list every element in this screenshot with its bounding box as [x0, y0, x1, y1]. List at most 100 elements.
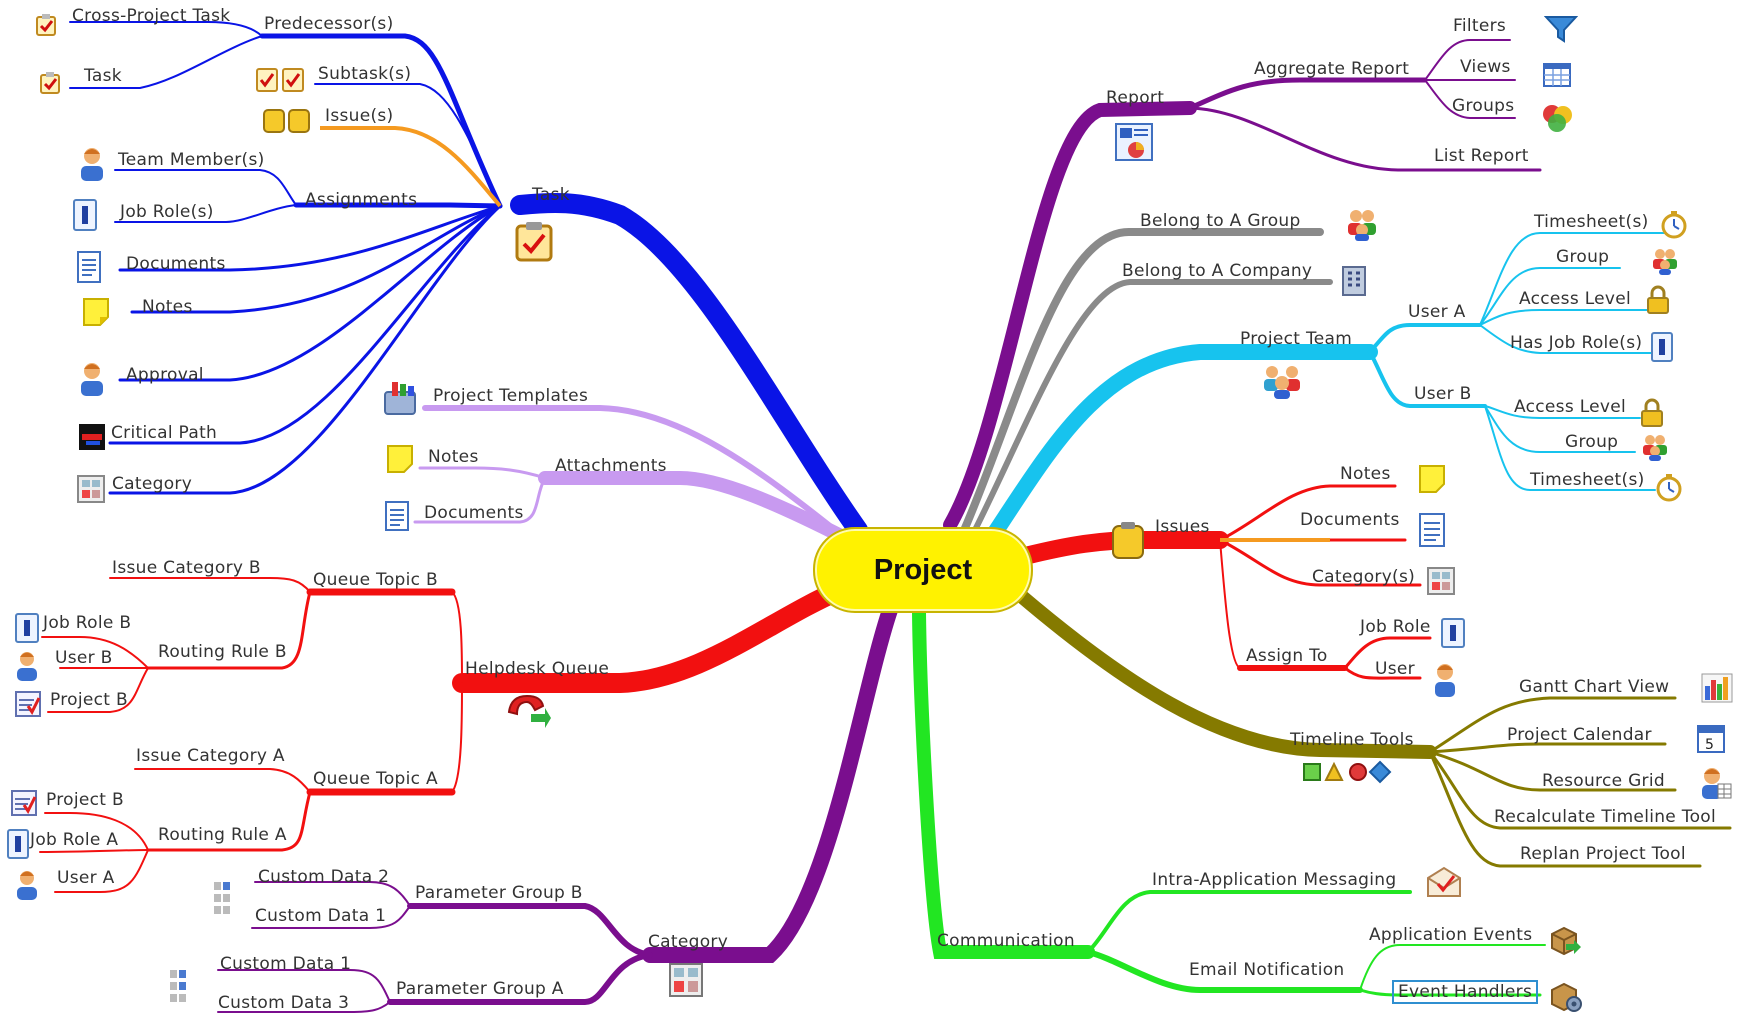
issues-notes-label[interactable]: Notes: [1340, 464, 1391, 484]
access-level-b-label[interactable]: Access Level: [1514, 397, 1627, 417]
communication-label[interactable]: Communication: [937, 931, 1075, 951]
subtasks-icon: [256, 68, 304, 92]
belong-to-company-label[interactable]: Belong to A Company: [1122, 261, 1313, 281]
timesheets-a-label[interactable]: Timesheet(s): [1534, 212, 1649, 232]
project-b-top-label[interactable]: Project B: [50, 690, 128, 710]
task-item-label[interactable]: Task: [84, 66, 122, 86]
parameter-group-b-icon: [214, 882, 230, 914]
attachments-documents-label[interactable]: Documents: [424, 503, 524, 523]
aggregate-report-label[interactable]: Aggregate Report: [1254, 59, 1410, 79]
job-role-b-label[interactable]: Job Role B: [43, 613, 132, 633]
task-category-label[interactable]: Category: [112, 474, 193, 494]
assign-to-label[interactable]: Assign To: [1246, 646, 1328, 666]
issues-job-role-label[interactable]: Job Role: [1360, 617, 1431, 637]
issue-category-a-label[interactable]: Issue Category A: [136, 746, 285, 766]
issues-categories-icon: [1427, 567, 1455, 595]
task-issues-label[interactable]: Issue(s): [325, 106, 394, 126]
approval-label[interactable]: Approval: [126, 365, 204, 385]
filters-label[interactable]: Filters: [1453, 16, 1507, 36]
parameter-group-a-label[interactable]: Parameter Group A: [396, 979, 564, 999]
application-events-icon: [1551, 926, 1581, 956]
category-node-icon: [669, 963, 703, 997]
routing-rule-b-label[interactable]: Routing Rule B: [158, 642, 287, 662]
parameter-group-b-label[interactable]: Parameter Group B: [415, 883, 583, 903]
cross-project-task-label[interactable]: Cross-Project Task: [72, 6, 231, 26]
timesheets-b-label[interactable]: Timesheet(s): [1530, 470, 1645, 490]
predecessors-label[interactable]: Predecessor(s): [264, 14, 394, 34]
project-b-bottom-icon: [11, 790, 37, 816]
access-level-a-icon: [1647, 285, 1669, 314]
subtasks-label[interactable]: Subtask(s): [318, 64, 412, 84]
views-icon: [1543, 63, 1571, 87]
task-notes-icon: [83, 298, 109, 326]
event-handlers-label[interactable]: Event Handlers: [1392, 980, 1539, 1004]
project-team-label[interactable]: Project Team: [1240, 329, 1353, 349]
timeline-shapes-icon: [1303, 760, 1392, 784]
project-templates-label[interactable]: Project Templates: [433, 386, 589, 406]
custom-data-3-label[interactable]: Custom Data 3: [218, 993, 350, 1013]
assignments-label[interactable]: Assignments: [305, 190, 418, 210]
queue-topic-b-label[interactable]: Queue Topic B: [313, 570, 438, 590]
task-issues-line: [320, 126, 502, 208]
email-notification-label[interactable]: Email Notification: [1189, 960, 1345, 980]
custom-data-2-label[interactable]: Custom Data 2: [258, 867, 390, 887]
replan-project-label[interactable]: Replan Project Tool: [1520, 844, 1686, 864]
approval-icon: [81, 363, 103, 396]
timeline-branch-lines: [1013, 588, 1732, 868]
central-node-project[interactable]: Project: [813, 527, 1033, 613]
project-b-bottom-label[interactable]: Project B: [46, 790, 124, 810]
issues-node-label[interactable]: Issues: [1155, 517, 1210, 537]
report-branch-lines: [943, 39, 1542, 532]
project-calendar-label[interactable]: Project Calendar: [1507, 725, 1652, 745]
gantt-chart-view-label[interactable]: Gantt Chart View: [1519, 677, 1670, 697]
has-job-roles-label[interactable]: Has Job Role(s): [1510, 333, 1643, 353]
task-node-label[interactable]: Task: [532, 185, 570, 205]
custom-data-1-b-label[interactable]: Custom Data 1: [255, 906, 387, 926]
views-label[interactable]: Views: [1460, 57, 1511, 77]
groups-icon: [1543, 105, 1572, 132]
access-level-b-icon: [1641, 398, 1663, 427]
job-roles-label[interactable]: Job Role(s): [120, 202, 214, 222]
routing-rule-a-label[interactable]: Routing Rule A: [158, 825, 287, 845]
access-level-a-label[interactable]: Access Level: [1519, 289, 1632, 309]
issues-user-icon: [1435, 664, 1455, 697]
critical-path-label[interactable]: Critical Path: [111, 423, 218, 443]
job-role-icon: [73, 199, 97, 231]
groups-label[interactable]: Groups: [1452, 96, 1515, 116]
cross-project-task-icon: [36, 14, 56, 36]
attachments-branch-lines: [413, 405, 852, 545]
list-report-label[interactable]: List Report: [1434, 146, 1529, 166]
helpdesk-queue-label[interactable]: Helpdesk Queue: [465, 659, 610, 679]
team-members-label[interactable]: Team Member(s): [118, 150, 265, 170]
belong-to-group-label[interactable]: Belong to A Group: [1140, 211, 1301, 231]
team-group-b-label[interactable]: Group: [1565, 432, 1619, 452]
custom-data-1-a-label[interactable]: Custom Data 1: [220, 954, 352, 974]
helpdesk-user-a-label[interactable]: User A: [57, 868, 115, 888]
svg-text:5: 5: [1705, 737, 1714, 753]
resource-grid-icon: [1702, 768, 1732, 799]
task-notes-label[interactable]: Notes: [142, 297, 193, 317]
job-role-a-label[interactable]: Job Role A: [30, 830, 119, 850]
issues-documents-label[interactable]: Documents: [1300, 510, 1400, 530]
queue-topic-a-label[interactable]: Queue Topic A: [313, 769, 438, 789]
task-documents-label[interactable]: Documents: [126, 254, 226, 274]
application-events-label[interactable]: Application Events: [1369, 925, 1533, 945]
team-user-a-label[interactable]: User A: [1408, 302, 1466, 322]
resource-grid-label[interactable]: Resource Grid: [1542, 771, 1665, 791]
membership-branch-lines: [961, 227, 1333, 533]
team-group-a-label[interactable]: Group: [1556, 247, 1610, 267]
issues-user-label[interactable]: User: [1375, 659, 1415, 679]
intra-app-messaging-label[interactable]: Intra-Application Messaging: [1152, 870, 1397, 890]
issues-categories-label[interactable]: Category(s): [1312, 567, 1416, 587]
issue-category-b-label[interactable]: Issue Category B: [112, 558, 261, 578]
category-node-label[interactable]: Category: [648, 932, 729, 952]
timeline-tools-label[interactable]: Timeline Tools: [1290, 730, 1414, 750]
attachments-notes-label[interactable]: Notes: [428, 447, 479, 467]
helpdesk-user-b-label[interactable]: User B: [55, 648, 113, 668]
attachments-node-label[interactable]: Attachments: [555, 456, 667, 476]
communication-branch-lines: [912, 605, 1546, 997]
team-user-b-label[interactable]: User B: [1414, 384, 1472, 404]
report-node-label[interactable]: Report: [1106, 88, 1165, 108]
recalculate-timeline-label[interactable]: Recalculate Timeline Tool: [1494, 807, 1716, 827]
